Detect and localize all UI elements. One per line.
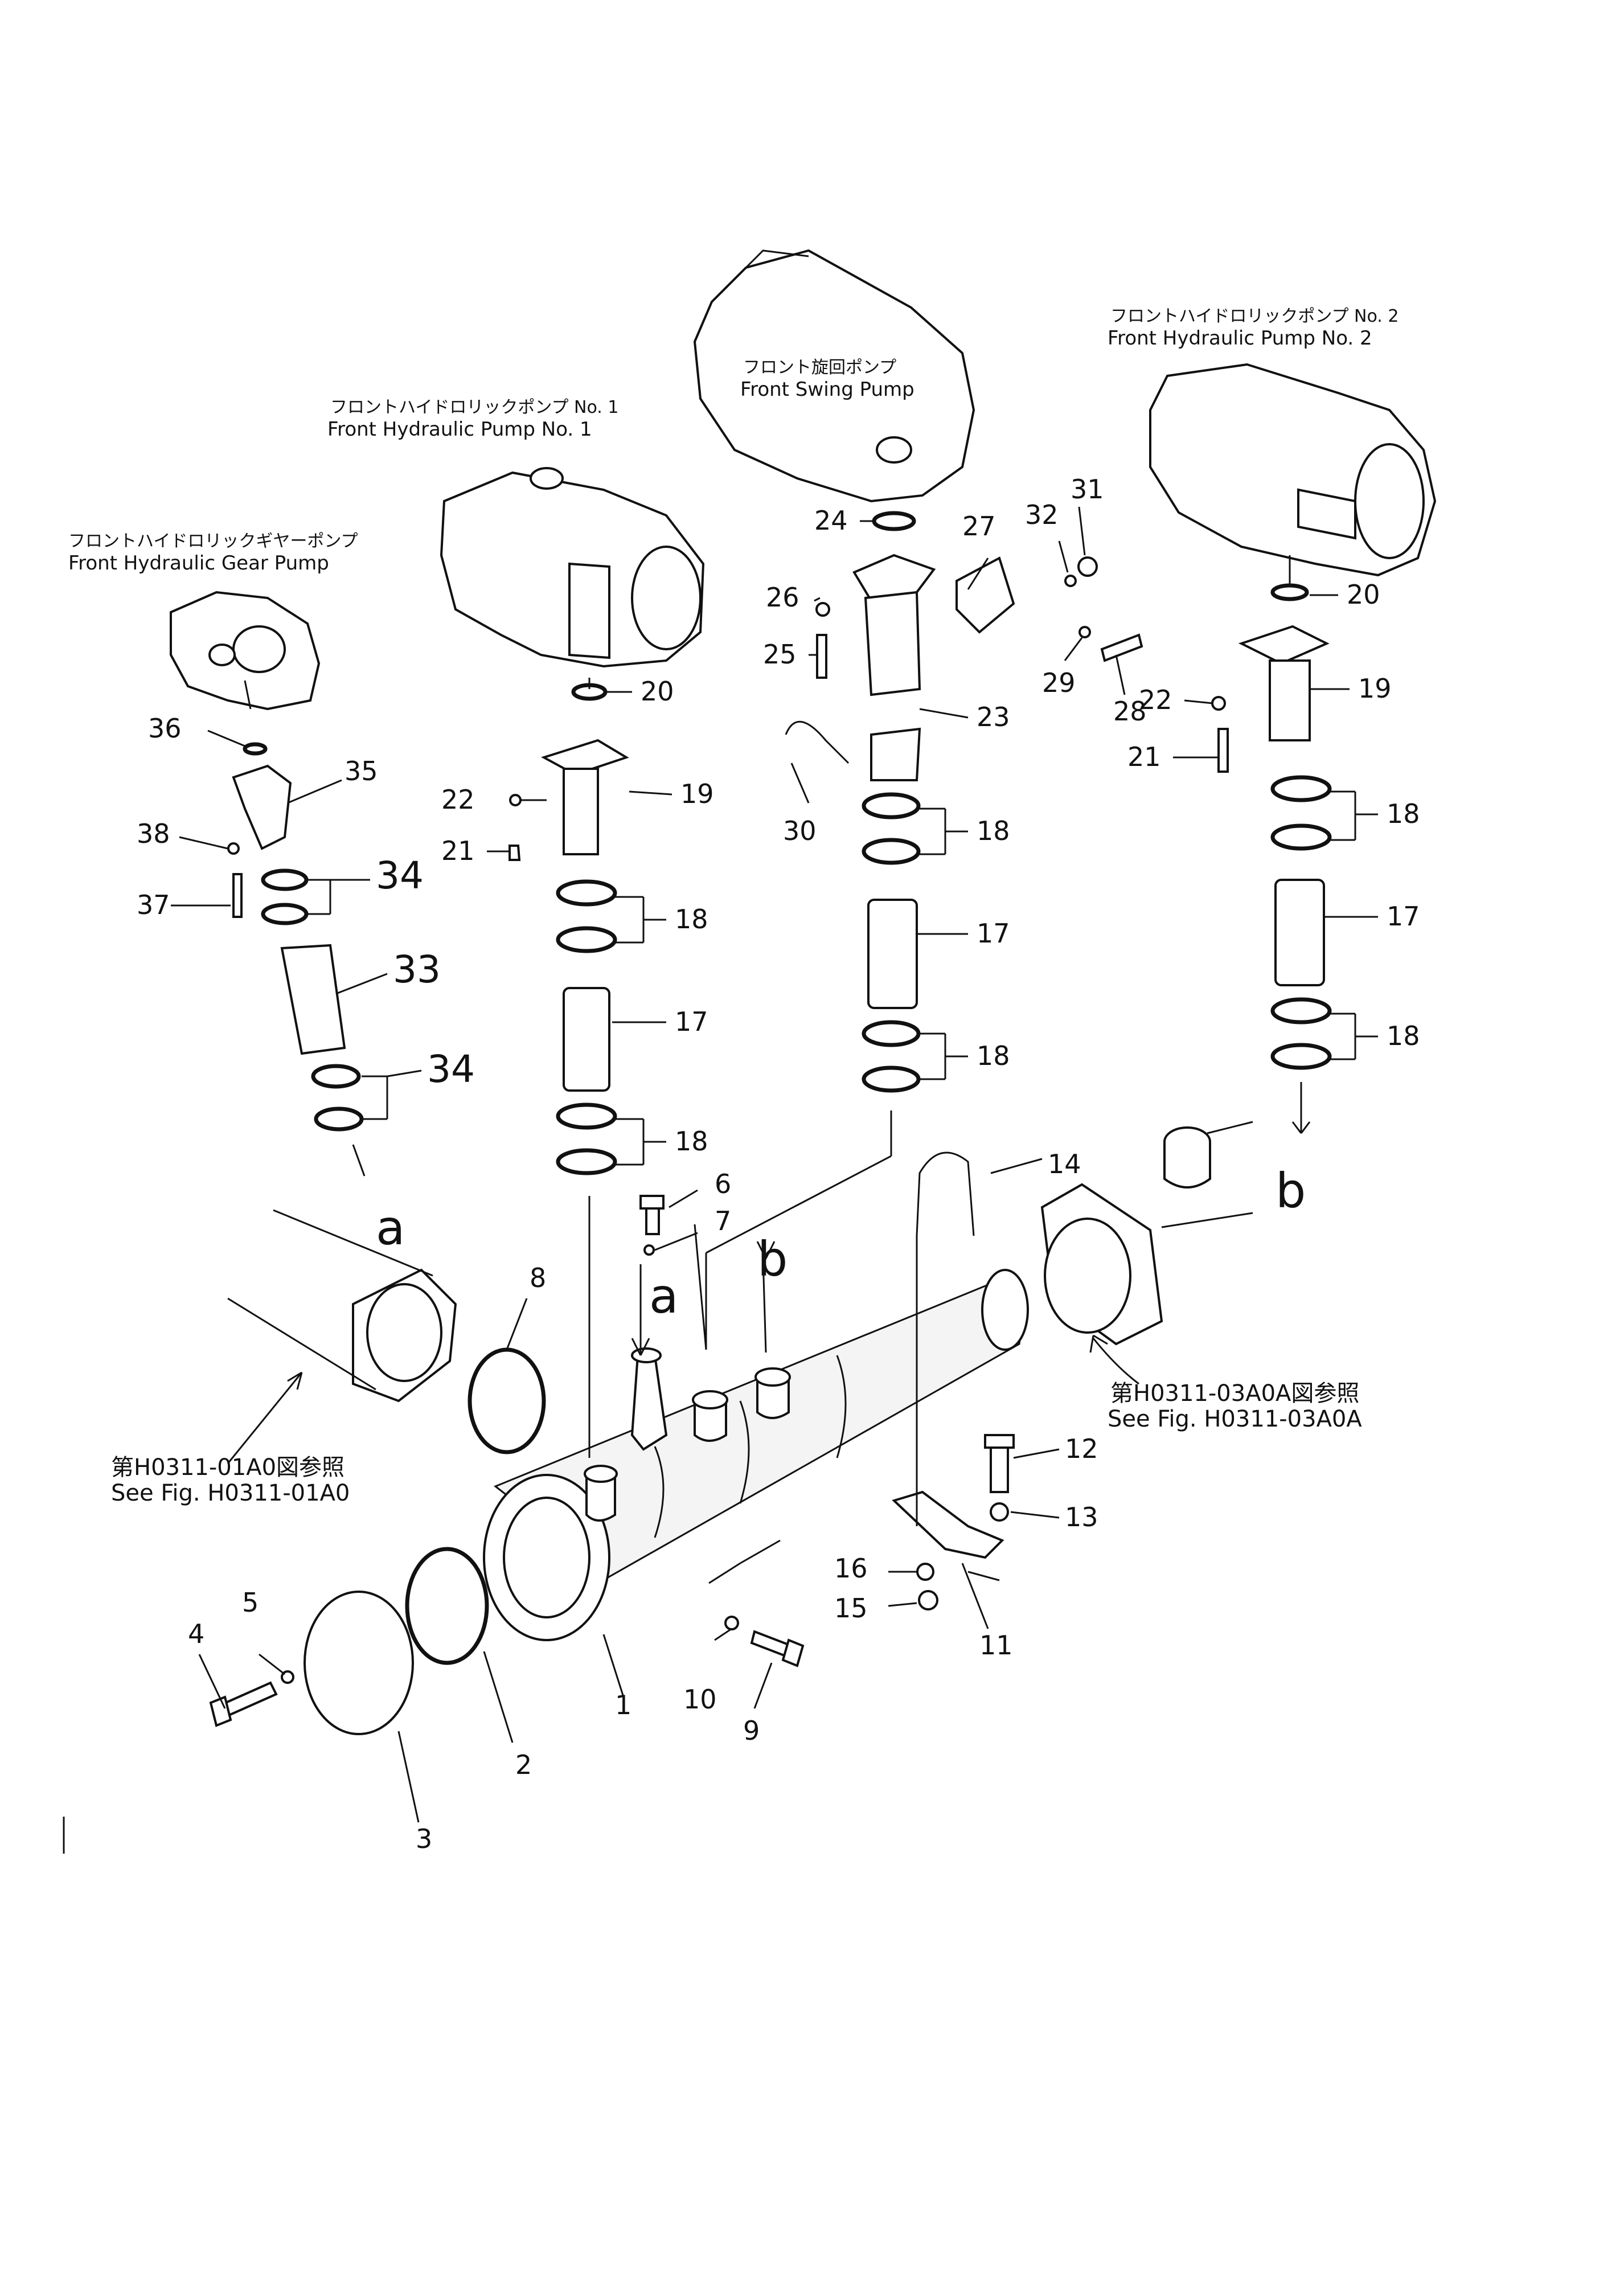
gear-pump-title-jp: フロントハイドロリックギヤーポンプ bbox=[68, 531, 358, 551]
o-ring-8 bbox=[467, 1347, 546, 1454]
nut-15 bbox=[918, 1590, 938, 1610]
part-number-31: 31 bbox=[1071, 474, 1104, 505]
pump-no2-title-en: Front Hydraulic Pump No. 2 bbox=[1108, 327, 1372, 350]
swing-pump-title-jp: フロント旋回ポンプ bbox=[743, 358, 896, 378]
part-number-18-pump2-top: 18 bbox=[1387, 798, 1420, 829]
column-pump-no1 bbox=[508, 683, 629, 1175]
bolt-4 bbox=[209, 1681, 278, 1727]
left-flange-plate bbox=[352, 1268, 457, 1403]
part-number-3: 3 bbox=[416, 1823, 432, 1854]
part-number-34-top: 34 bbox=[376, 854, 424, 897]
part-number-21-pump2: 21 bbox=[1127, 741, 1161, 772]
gear-pump-title-en: Front Hydraulic Gear Pump bbox=[68, 552, 329, 575]
part-number-32: 32 bbox=[1025, 499, 1059, 530]
part-number-5: 5 bbox=[242, 1587, 259, 1618]
part-number-20-pump2: 20 bbox=[1347, 579, 1380, 610]
right-reference-jp: 第H0311-03A0A図参照 bbox=[1110, 1380, 1359, 1407]
part-number-30: 30 bbox=[783, 815, 817, 846]
washer-13 bbox=[990, 1502, 1009, 1522]
swing-pump-body bbox=[693, 249, 975, 503]
swing-pump-title-en: Front Swing Pump bbox=[740, 378, 914, 401]
part-number-18-pump1-top: 18 bbox=[675, 904, 708, 935]
part-number-17-pump2: 17 bbox=[1387, 901, 1420, 932]
pump-no2-body bbox=[1149, 363, 1437, 577]
bracket-11 bbox=[892, 1490, 1004, 1559]
part-number-22-pump1: 22 bbox=[441, 784, 475, 815]
manifold-tube bbox=[483, 1269, 1029, 1641]
part-number-13: 13 bbox=[1065, 1502, 1098, 1532]
letter-a-upper: a bbox=[376, 1200, 405, 1256]
part-number-2: 2 bbox=[515, 1749, 532, 1780]
part-number-17-swing: 17 bbox=[977, 918, 1010, 949]
part-number-11: 11 bbox=[979, 1630, 1013, 1661]
part-number-4: 4 bbox=[188, 1618, 204, 1649]
part-number-27: 27 bbox=[962, 511, 996, 542]
part-number-28: 28 bbox=[1113, 696, 1147, 727]
part-number-16: 16 bbox=[834, 1553, 868, 1584]
pump-no1-title-jp: フロントハイドロリックポンプ No. 1 bbox=[330, 397, 618, 417]
part-number-19-pump1: 19 bbox=[680, 778, 714, 809]
part-number-26: 26 bbox=[766, 582, 799, 613]
right-reference-en: See Fig. H0311-03A0A bbox=[1108, 1406, 1362, 1432]
right-coupling bbox=[1040, 1126, 1211, 1346]
part-number-18-pump2-bottom: 18 bbox=[1387, 1021, 1420, 1051]
column-swing-pump bbox=[785, 511, 1143, 1093]
part-number-6: 6 bbox=[715, 1169, 731, 1199]
part-number-36: 36 bbox=[148, 713, 182, 744]
part-number-35: 35 bbox=[345, 756, 378, 786]
part-number-20-pump1: 20 bbox=[641, 676, 674, 707]
left-reference-en: See Fig. H0311-01A0 bbox=[111, 1480, 350, 1506]
bolt-9 bbox=[750, 1630, 805, 1667]
washer-16 bbox=[916, 1563, 934, 1581]
part-number-10: 10 bbox=[683, 1684, 717, 1715]
bolt-12 bbox=[984, 1434, 1015, 1493]
part-number-37: 37 bbox=[137, 890, 170, 920]
part-number-25: 25 bbox=[763, 639, 797, 670]
cover-plate-3 bbox=[304, 1591, 414, 1735]
part-number-9: 9 bbox=[743, 1715, 760, 1746]
pump-no1-title-en: Front Hydraulic Pump No. 1 bbox=[327, 418, 592, 441]
column-pump-no2 bbox=[1211, 583, 1332, 1070]
letter-b-lower: b bbox=[757, 1231, 788, 1287]
pump-no2-title-jp: フロントハイドロリックポンプ No. 2 bbox=[1110, 306, 1399, 326]
part-number-33: 33 bbox=[393, 948, 441, 991]
part-number-12: 12 bbox=[1065, 1433, 1098, 1464]
part-number-14: 14 bbox=[1048, 1149, 1081, 1179]
part-number-17-pump1: 17 bbox=[675, 1006, 708, 1037]
part-number-38: 38 bbox=[137, 818, 170, 849]
part-number-18-swing-top: 18 bbox=[977, 815, 1010, 846]
part-number-34-bottom: 34 bbox=[427, 1047, 475, 1091]
part-number-19-pump2: 19 bbox=[1358, 673, 1392, 704]
bolt-6 bbox=[639, 1195, 665, 1235]
part-number-18-swing-bottom: 18 bbox=[977, 1040, 1010, 1071]
left-reference-jp: 第H0311-01A0図参照 bbox=[111, 1454, 345, 1481]
o-ring-2 bbox=[405, 1547, 489, 1665]
part-number-22-pump2: 22 bbox=[1139, 685, 1172, 715]
letter-b-upper: b bbox=[1276, 1163, 1306, 1219]
pump-no1-body bbox=[440, 467, 705, 668]
washer-10 bbox=[724, 1616, 739, 1630]
part-number-7: 7 bbox=[715, 1206, 731, 1236]
part-number-15: 15 bbox=[834, 1593, 868, 1624]
part-number-1: 1 bbox=[615, 1690, 631, 1720]
part-number-24: 24 bbox=[814, 505, 848, 536]
part-number-18-pump1-bottom: 18 bbox=[675, 1126, 708, 1157]
washer-7 bbox=[643, 1244, 655, 1256]
leader-lines bbox=[171, 506, 1378, 1823]
gear-pump-body bbox=[170, 591, 321, 711]
part-number-21-pump1: 21 bbox=[441, 835, 475, 866]
part-number-29: 29 bbox=[1042, 667, 1076, 698]
part-number-8: 8 bbox=[530, 1263, 546, 1293]
column-gear-pump bbox=[227, 742, 364, 1132]
u-band-14 bbox=[916, 1151, 975, 1236]
letter-a-lower: a bbox=[649, 1268, 678, 1324]
part-number-23: 23 bbox=[977, 702, 1010, 732]
